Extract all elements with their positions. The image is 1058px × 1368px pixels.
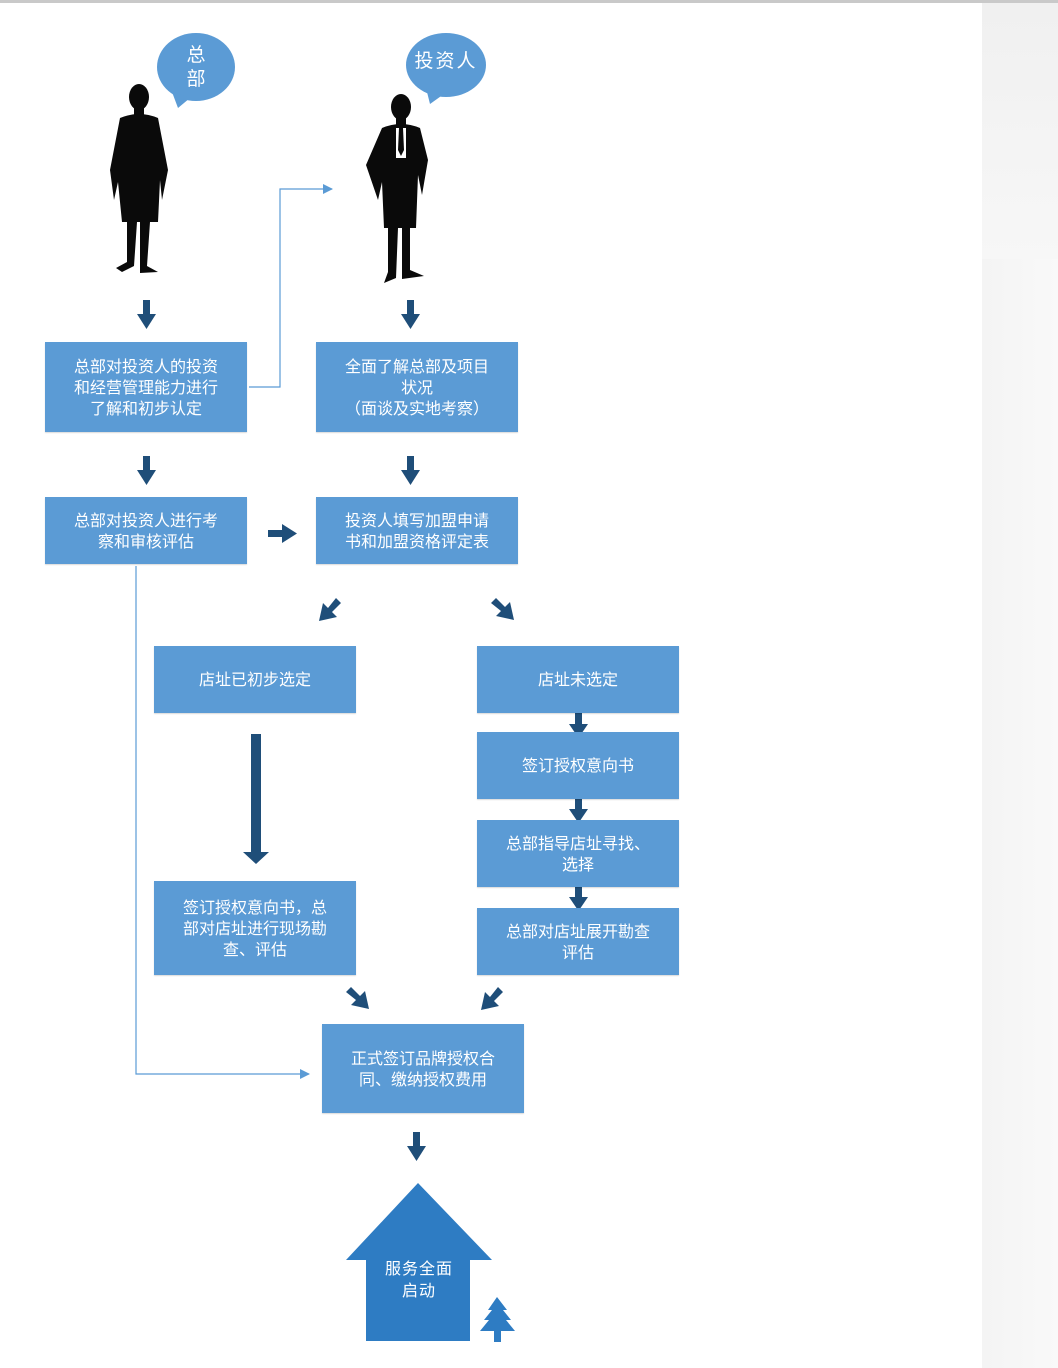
step-site-selected: 店址已初步选定 <box>154 646 356 713</box>
top-border <box>0 0 1058 3</box>
arrow-diag-left <box>319 598 341 621</box>
arrow-down-investor-silhouette <box>401 300 420 329</box>
investor-person-silhouette <box>366 94 428 283</box>
step-sign-contract: 正式签订品牌授权合 同、缴纳授权费用 <box>322 1024 524 1113</box>
step-hq-review: 总部对投资人进行考 察和审核评估 <box>45 497 247 564</box>
tree-icon <box>480 1297 515 1342</box>
arrow-right-review-to-apply <box>268 524 297 543</box>
connector-hq-to-investor <box>249 184 333 388</box>
step-investor-apply: 投资人填写加盟申请 书和加盟资格评定表 <box>316 497 518 564</box>
arrow-down-hq-guide <box>569 885 588 911</box>
hq-speech-bubble <box>157 33 235 108</box>
arrow-down-sign-intent <box>569 797 588 823</box>
arrow-diag-right-to-contract <box>346 987 369 1009</box>
hq-bubble-label: 总 部 <box>186 44 206 90</box>
hq-person-silhouette <box>110 84 168 273</box>
arrow-down-hq-assess <box>137 456 156 485</box>
step-sign-intent-survey: 签订授权意向书，总 部对店址进行现场勘 查、评估 <box>154 881 356 975</box>
step-sign-intent: 签订授权意向书 <box>477 732 679 799</box>
connector-review-to-contract <box>135 566 310 1079</box>
arrow-down-hq-silhouette <box>137 300 156 329</box>
arrow-down-contract <box>407 1132 426 1161</box>
step-hq-assess: 总部对投资人的投资 和经营管理能力进行 了解和初步认定 <box>45 342 247 432</box>
right-panel-header <box>982 3 1058 259</box>
step-site-not-selected: 店址未选定 <box>477 646 679 713</box>
investor-bubble-label: 投资人 <box>414 50 478 72</box>
arrow-diag-right <box>491 598 514 620</box>
service-start-label: 服务全面 启动 <box>384 1259 453 1300</box>
arrow-down-investor-learn <box>401 456 420 485</box>
investor-speech-bubble <box>406 33 486 104</box>
step-hq-survey-site: 总部对店址展开勘查 评估 <box>477 908 679 975</box>
service-start-house <box>346 1183 492 1341</box>
step-investor-learn: 全面了解总部及项目 状况 （面谈及实地考察） <box>316 342 518 432</box>
thick-arrows <box>137 300 588 1161</box>
step-hq-guide-site: 总部指导店址寻找、 选择 <box>477 820 679 887</box>
arrow-long-down <box>243 734 269 864</box>
arrow-diag-left-to-contract <box>481 987 503 1010</box>
arrow-down-site-not-selected <box>569 712 588 738</box>
